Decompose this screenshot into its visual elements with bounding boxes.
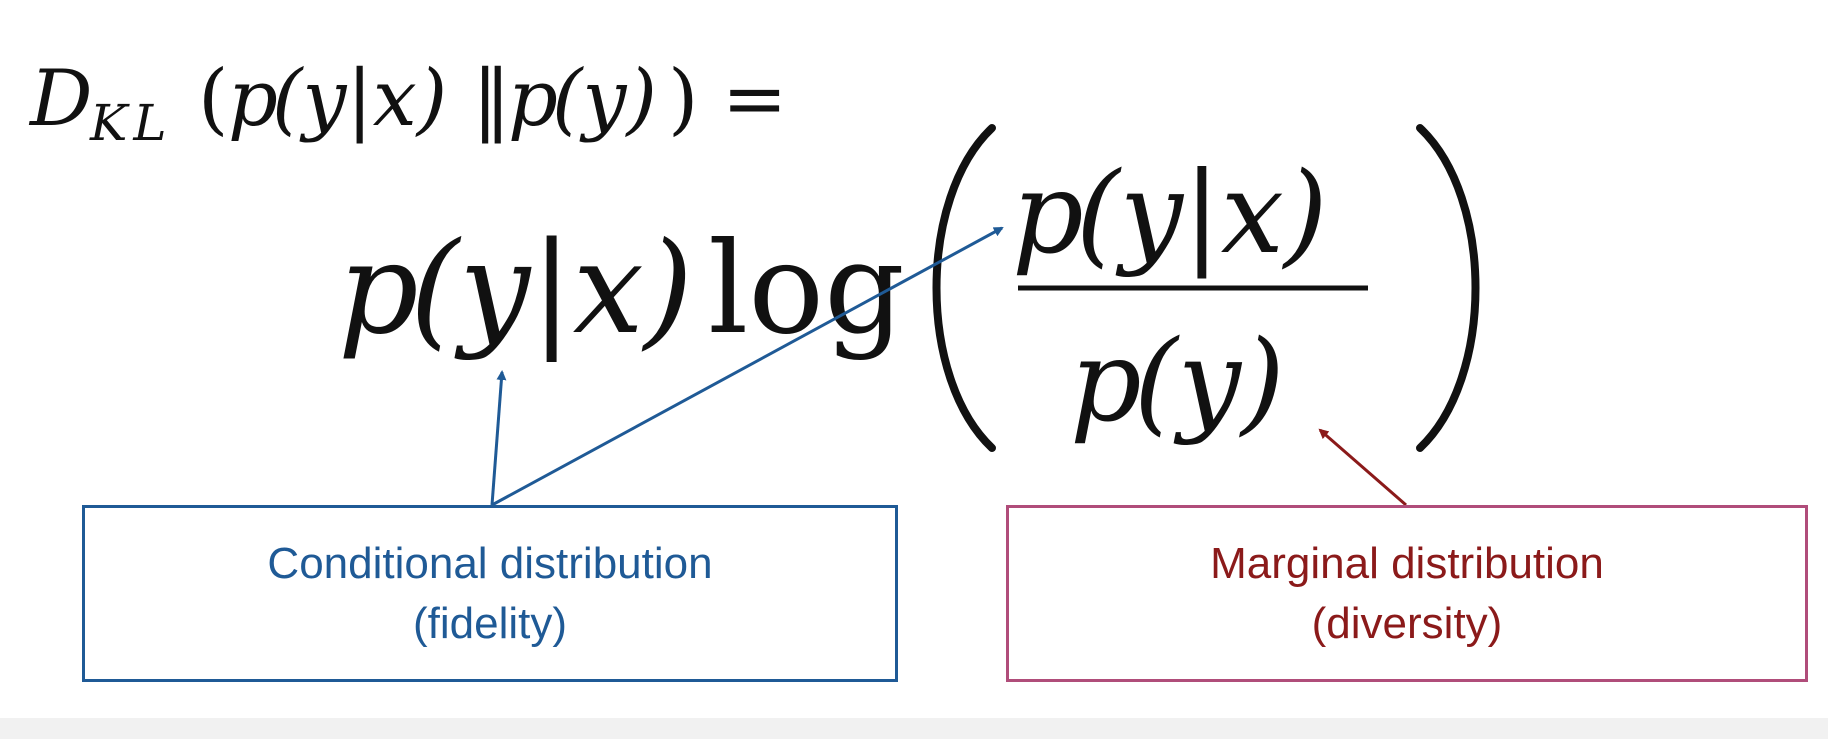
big-right-paren (1416, 124, 1480, 452)
denominator-p: p (1070, 317, 1142, 447)
numerator-p: p (1012, 149, 1084, 279)
kl-symbol: D (28, 54, 93, 144)
lhs-conditional-arg: (y|x) (272, 54, 447, 144)
lhs-p-marginal: p (508, 54, 558, 144)
marginal-label: Marginal distribution (1210, 538, 1604, 588)
diversity-arrow-to-denominator (1318, 428, 1407, 507)
fidelity-label: (fidelity) (412, 598, 568, 648)
kl-rhs: p (y|x) log p (y|x) p (y) (338, 124, 1480, 452)
marginal-distribution-box: Marginal distribution (diversity) (1006, 505, 1808, 682)
conditional-label: Conditional distribution (267, 538, 713, 588)
lhs-p-conditional: p (228, 54, 278, 144)
lhs-close-paren: ) (668, 54, 698, 144)
rhs-p-conditional: p (338, 215, 419, 362)
numerator-arg: (y|x) (1076, 149, 1328, 279)
fidelity-arrow-to-numerator (491, 226, 1004, 507)
bottom-strip (0, 718, 1828, 739)
conditional-distribution-box: Conditional distribution (fidelity) (82, 505, 898, 682)
fidelity-arrow-to-conditional (490, 370, 507, 506)
lhs-marginal-arg: (y) (552, 54, 657, 144)
lhs-norm-bars: ‖ (472, 54, 511, 144)
diversity-label: (diversity) (1311, 598, 1503, 648)
denominator-arg: (y) (1134, 317, 1285, 447)
kl-subscript: KL (89, 94, 173, 152)
log-operator: log (708, 215, 905, 362)
equals-sign: = (722, 54, 787, 144)
big-left-paren (932, 124, 996, 452)
lhs-open-paren: ( (198, 54, 228, 144)
rhs-conditional-arg: (y|x) (410, 215, 693, 362)
kl-lhs: D KL ( p (y|x) ‖ p (y) ) = (28, 54, 787, 152)
